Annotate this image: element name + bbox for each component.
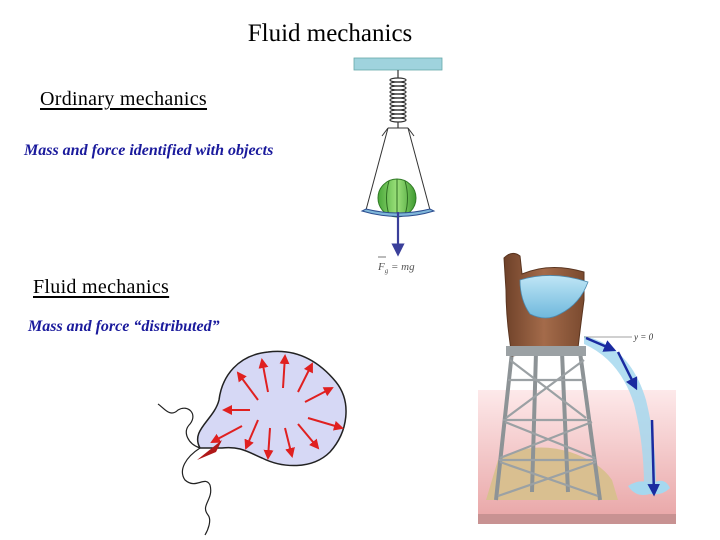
ordinary-mechanics-heading: Ordinary mechanics — [40, 88, 208, 110]
ceiling-mount — [353, 57, 443, 71]
pressure-arrow — [279, 354, 290, 389]
blob-pointer — [197, 440, 222, 460]
pressure-arrow — [244, 419, 259, 450]
pressure-arrow — [307, 417, 344, 431]
blob-tail-lower — [181, 447, 212, 536]
velocity-arrow-bottom — [647, 419, 660, 497]
fluid-mechanics-subtitle: Mass and force “distributed” — [28, 318, 220, 335]
velocity-arrow-mid — [616, 351, 638, 391]
pressure-arrow — [236, 371, 259, 401]
pan-strings — [365, 127, 431, 211]
pressure-arrow — [297, 362, 313, 393]
water-tower-diagram: y = 0 — [478, 252, 676, 524]
pressure-arrow — [258, 358, 269, 393]
tank-water — [519, 275, 589, 319]
y-zero-label: y = 0 — [633, 332, 654, 342]
gravity-force-label: Fg = mg — [377, 261, 415, 275]
pressure-arrows — [210, 354, 344, 460]
scale-pan — [360, 208, 436, 217]
ordinary-mechanics-subtitle: Mass and force identified with objects — [24, 142, 274, 159]
tower-braces — [497, 359, 599, 498]
spring-coil — [389, 77, 407, 123]
pressure-arrow — [284, 427, 295, 458]
tank-platform — [506, 346, 586, 356]
pressure-arrow — [297, 423, 320, 450]
water-jet — [584, 336, 656, 486]
blob-tail-upper — [157, 403, 201, 449]
fluid-mechanics-heading: Fluid mechanics — [33, 276, 170, 298]
pressure-arrow — [263, 427, 274, 460]
ground-strip — [478, 514, 676, 524]
velocity-arrow-exit — [585, 336, 617, 352]
pressure-arrow — [210, 425, 243, 443]
fluid-blob — [197, 350, 347, 467]
pressure-arrow — [304, 387, 334, 403]
spring-scale-diagram: Fg = mg — [353, 57, 443, 275]
page-title: Fluid mechanics — [247, 20, 413, 47]
fluid-blob-diagram — [157, 350, 347, 536]
